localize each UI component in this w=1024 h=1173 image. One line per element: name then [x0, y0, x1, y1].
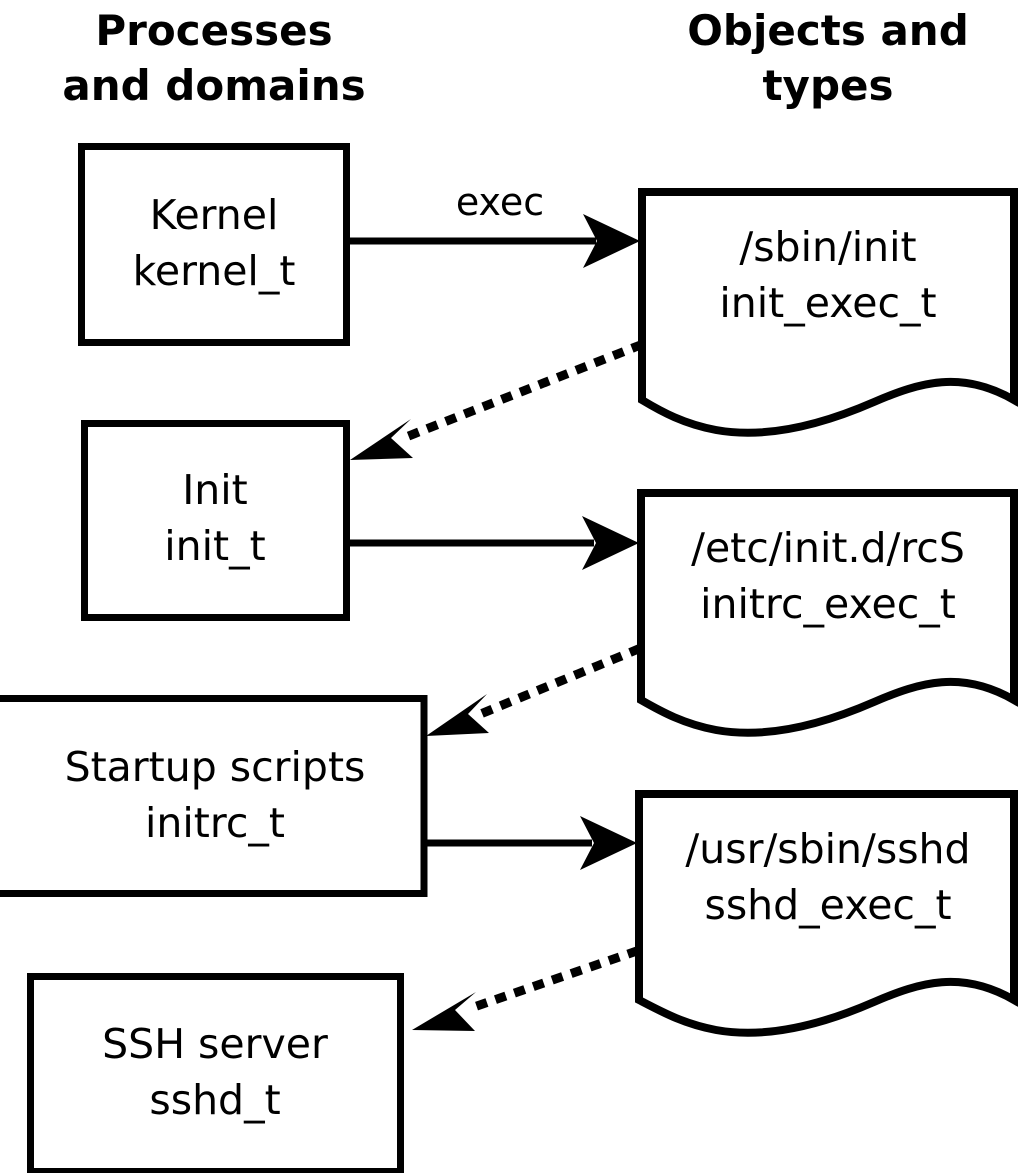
- edge-kernel-exec-sbin-init: exec: [346, 180, 640, 268]
- node-startup-scripts-line1: Startup scripts: [65, 743, 366, 791]
- edge-kernel-exec-arrowhead: [583, 214, 640, 268]
- edge-rcs-transition-initrc: [426, 644, 642, 736]
- node-init[interactable]: Init init_t: [81, 420, 350, 621]
- edge-rcs-transition-arrowhead: [426, 694, 489, 736]
- node-startup-scripts[interactable]: Startup scripts initrc_t: [0, 695, 428, 897]
- edge-label-exec: exec: [456, 180, 544, 224]
- node-startup-scripts-line2: initrc_t: [145, 799, 285, 847]
- column-header-processes-line1: Processes: [95, 6, 332, 55]
- node-kernel[interactable]: Kernel kernel_t: [78, 143, 350, 346]
- node-kernel-line1: Kernel: [150, 191, 279, 239]
- node-ssh-server-box[interactable]: [27, 973, 404, 1173]
- edge-sshd-transition-line: [465, 946, 640, 1014]
- node-sbin-init-document-shape[interactable]: [638, 188, 1018, 437]
- node-usr-sbin-sshd-line2: sshd_exec_t: [704, 881, 951, 929]
- node-ssh-server[interactable]: SSH server sshd_t: [27, 973, 404, 1173]
- column-header-objects-line1: Objects and: [687, 6, 969, 55]
- node-sbin-init-line2: init_exec_t: [719, 279, 936, 327]
- node-usr-sbin-sshd-line1: /usr/sbin/sshd: [685, 825, 970, 873]
- node-kernel-box[interactable]: [78, 143, 350, 346]
- node-usr-sbin-sshd[interactable]: /usr/sbin/sshd sshd_exec_t: [635, 790, 1018, 1037]
- edge-initrc-exec-sshd: [423, 816, 637, 870]
- column-header-objects: Objects and types: [687, 6, 969, 110]
- edge-rcs-transition-line: [477, 644, 642, 719]
- column-header-objects-line2: types: [762, 61, 893, 110]
- edge-init-exec-rcs: [345, 516, 639, 570]
- edge-sbin-init-transition-arrowhead: [350, 419, 413, 460]
- node-usr-sbin-sshd-document-shape[interactable]: [635, 790, 1018, 1037]
- edge-sbin-init-transition-init: [350, 340, 644, 460]
- node-ssh-server-line2: sshd_t: [149, 1076, 280, 1124]
- column-header-processes-line2: and domains: [62, 61, 365, 110]
- node-sbin-init[interactable]: /sbin/init init_exec_t: [638, 188, 1018, 437]
- node-ssh-server-line1: SSH server: [102, 1020, 328, 1068]
- edge-initrc-exec-arrowhead: [580, 816, 637, 870]
- edge-sshd-transition-sshd-domain: [412, 946, 640, 1031]
- edge-sbin-init-transition-line: [400, 340, 644, 443]
- column-header-processes: Processes and domains: [62, 6, 365, 110]
- node-init-box[interactable]: [81, 420, 350, 621]
- edge-sshd-transition-arrowhead: [412, 992, 476, 1031]
- node-etc-initd-rcs-document-shape[interactable]: [637, 489, 1018, 737]
- edge-init-exec-arrowhead: [582, 516, 639, 570]
- node-etc-initd-rcs-line2: initrc_exec_t: [700, 580, 956, 628]
- node-sbin-init-line1: /sbin/init: [739, 223, 916, 271]
- node-etc-initd-rcs[interactable]: /etc/init.d/rcS initrc_exec_t: [637, 489, 1018, 737]
- node-etc-initd-rcs-line1: /etc/init.d/rcS: [691, 524, 965, 572]
- node-kernel-line2: kernel_t: [133, 247, 296, 295]
- node-init-line2: init_t: [164, 522, 265, 570]
- node-init-line1: Init: [182, 466, 248, 514]
- node-startup-scripts-box[interactable]: [0, 695, 428, 897]
